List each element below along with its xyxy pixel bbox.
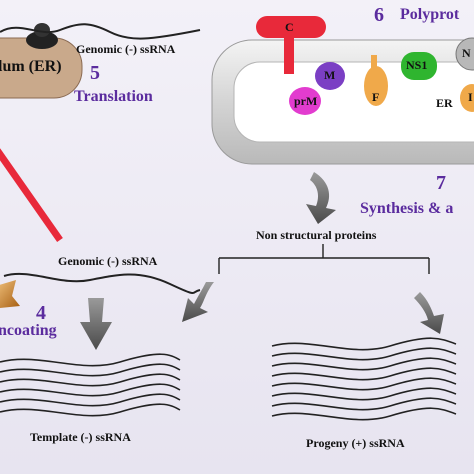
protein-ns1-label: NS1	[406, 58, 428, 72]
protein-f-label: F	[372, 90, 380, 104]
er-blob-left	[0, 37, 83, 99]
step-4-number: 4	[36, 302, 46, 324]
progeny-rna-strands	[271, 337, 457, 421]
protein-n-shape	[455, 37, 474, 71]
red-connector	[0, 148, 63, 243]
protein-prm-label: prM	[294, 94, 318, 108]
er-left-label: lum (ER)	[0, 58, 62, 75]
curved-arrow-left	[182, 282, 214, 322]
er-right-label: ER	[436, 96, 453, 110]
genomic-mid-label: Genomic (-) ssRNA	[58, 254, 158, 268]
step-7-number: 7	[436, 172, 446, 194]
protein-c-label: C	[285, 20, 294, 34]
nonstructural-label: Non structural proteins	[256, 228, 377, 242]
protein-prm-shape	[289, 87, 321, 115]
protein-f-shape	[364, 55, 388, 106]
uncoating-shape	[0, 280, 20, 308]
protein-i-label: I	[468, 90, 473, 104]
protein-c-shape	[256, 16, 326, 74]
step-6-number: 6	[374, 4, 384, 26]
template-label: Template (-) ssRNA	[30, 430, 131, 444]
curved-arrow-right	[414, 292, 444, 334]
step-5-number: 5	[90, 62, 100, 84]
step-4-label: ncoating	[0, 322, 57, 339]
curved-arrow-down	[306, 172, 336, 224]
genomic-rna-top	[0, 23, 201, 40]
protein-i-shape	[460, 84, 474, 112]
protein-m-shape	[315, 62, 345, 90]
step-5-label: Translation	[74, 88, 153, 105]
straight-arrow-down	[80, 298, 112, 350]
template-rna-strands	[0, 353, 181, 417]
step-6-label: Polyprot	[400, 6, 460, 23]
step-7-label: Synthesis & a	[360, 200, 454, 217]
ribosome-icon	[26, 23, 58, 49]
genomic-top-label: Genomic (-) ssRNA	[76, 42, 176, 56]
protein-ns1-shape	[401, 52, 437, 80]
progeny-label: Progeny (+) ssRNA	[306, 436, 405, 450]
genomic-rna-mid	[3, 272, 201, 294]
branch-lines	[218, 244, 430, 274]
protein-n-label: N	[462, 46, 471, 60]
protein-m-label: M	[324, 68, 336, 82]
